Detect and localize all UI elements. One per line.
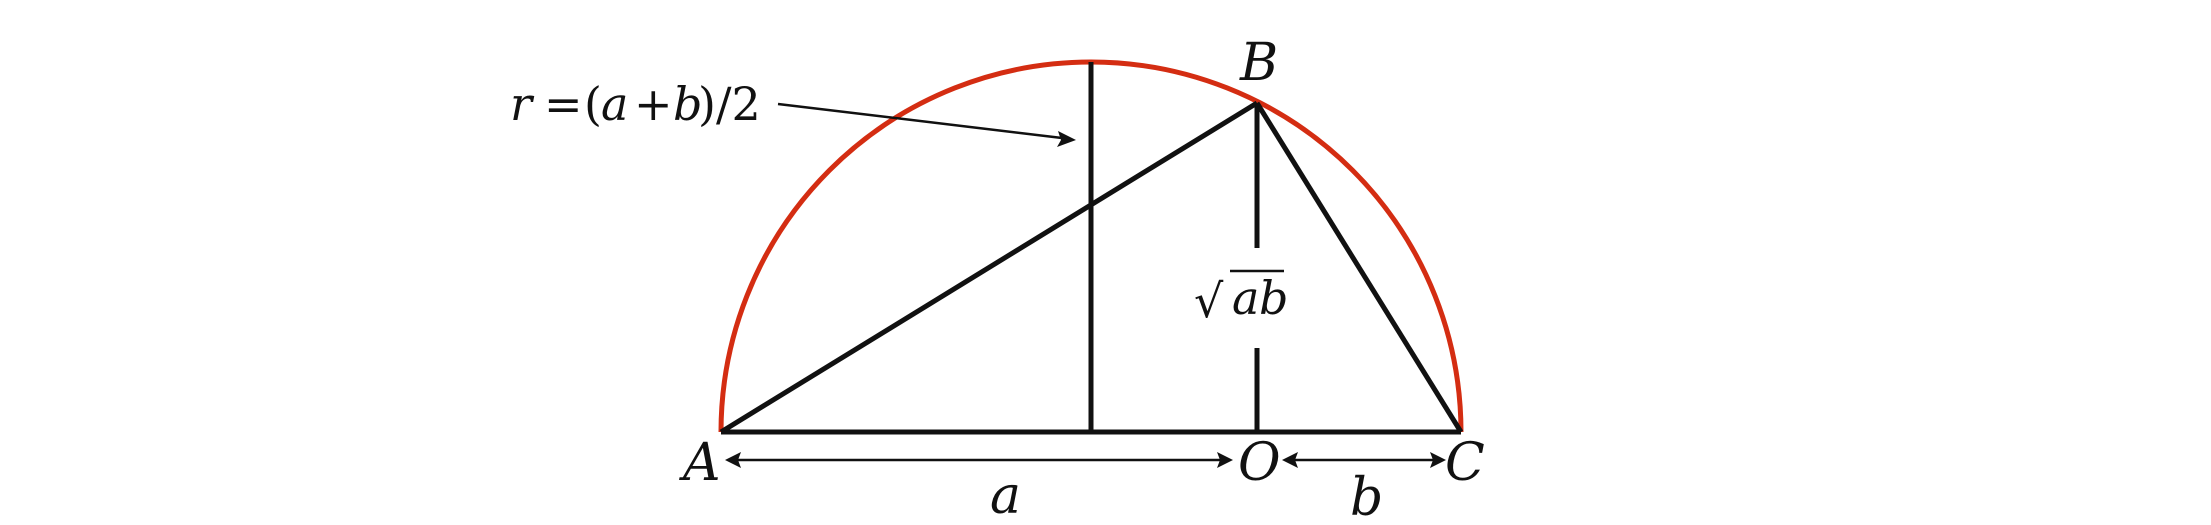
radius-pointer-line [777, 102, 1063, 140]
point-label-B: B [1239, 33, 1278, 93]
radius-formula-r: r [510, 77, 535, 131]
side-AB [719, 100, 1259, 435]
radius-formula: r = ( a + b )/2 [510, 77, 761, 131]
radius-formula-plus: + [634, 77, 673, 131]
point-label-C: C [1445, 433, 1485, 493]
radius-formula-a: a [601, 77, 628, 131]
radius-formula-equals: = [544, 77, 583, 131]
radius-pointer-arrowhead [1057, 131, 1076, 147]
sqrt-ab-label: √ a b [1194, 269, 1288, 328]
radius-formula-b: b [673, 77, 702, 131]
radius-formula-open-paren: ( [584, 77, 602, 131]
length-label-b: b [1350, 468, 1383, 525]
radius-formula-close-div: )/2 [698, 77, 761, 131]
point-label-A: A [679, 433, 721, 493]
sqrt-symbol: √ [1194, 274, 1224, 328]
dimension-b-arrowhead-right [1430, 452, 1446, 468]
length-label-a: a [990, 466, 1021, 525]
dimension-a-arrowhead-right [1217, 452, 1233, 468]
side-BC [1254, 101, 1464, 434]
dimension-a-arrowhead-left [725, 452, 741, 468]
sqrt-b: b [1259, 271, 1288, 325]
sqrt-a: a [1232, 271, 1259, 325]
dimension-b-arrowhead-left [1282, 452, 1298, 468]
point-label-O: O [1238, 433, 1281, 493]
